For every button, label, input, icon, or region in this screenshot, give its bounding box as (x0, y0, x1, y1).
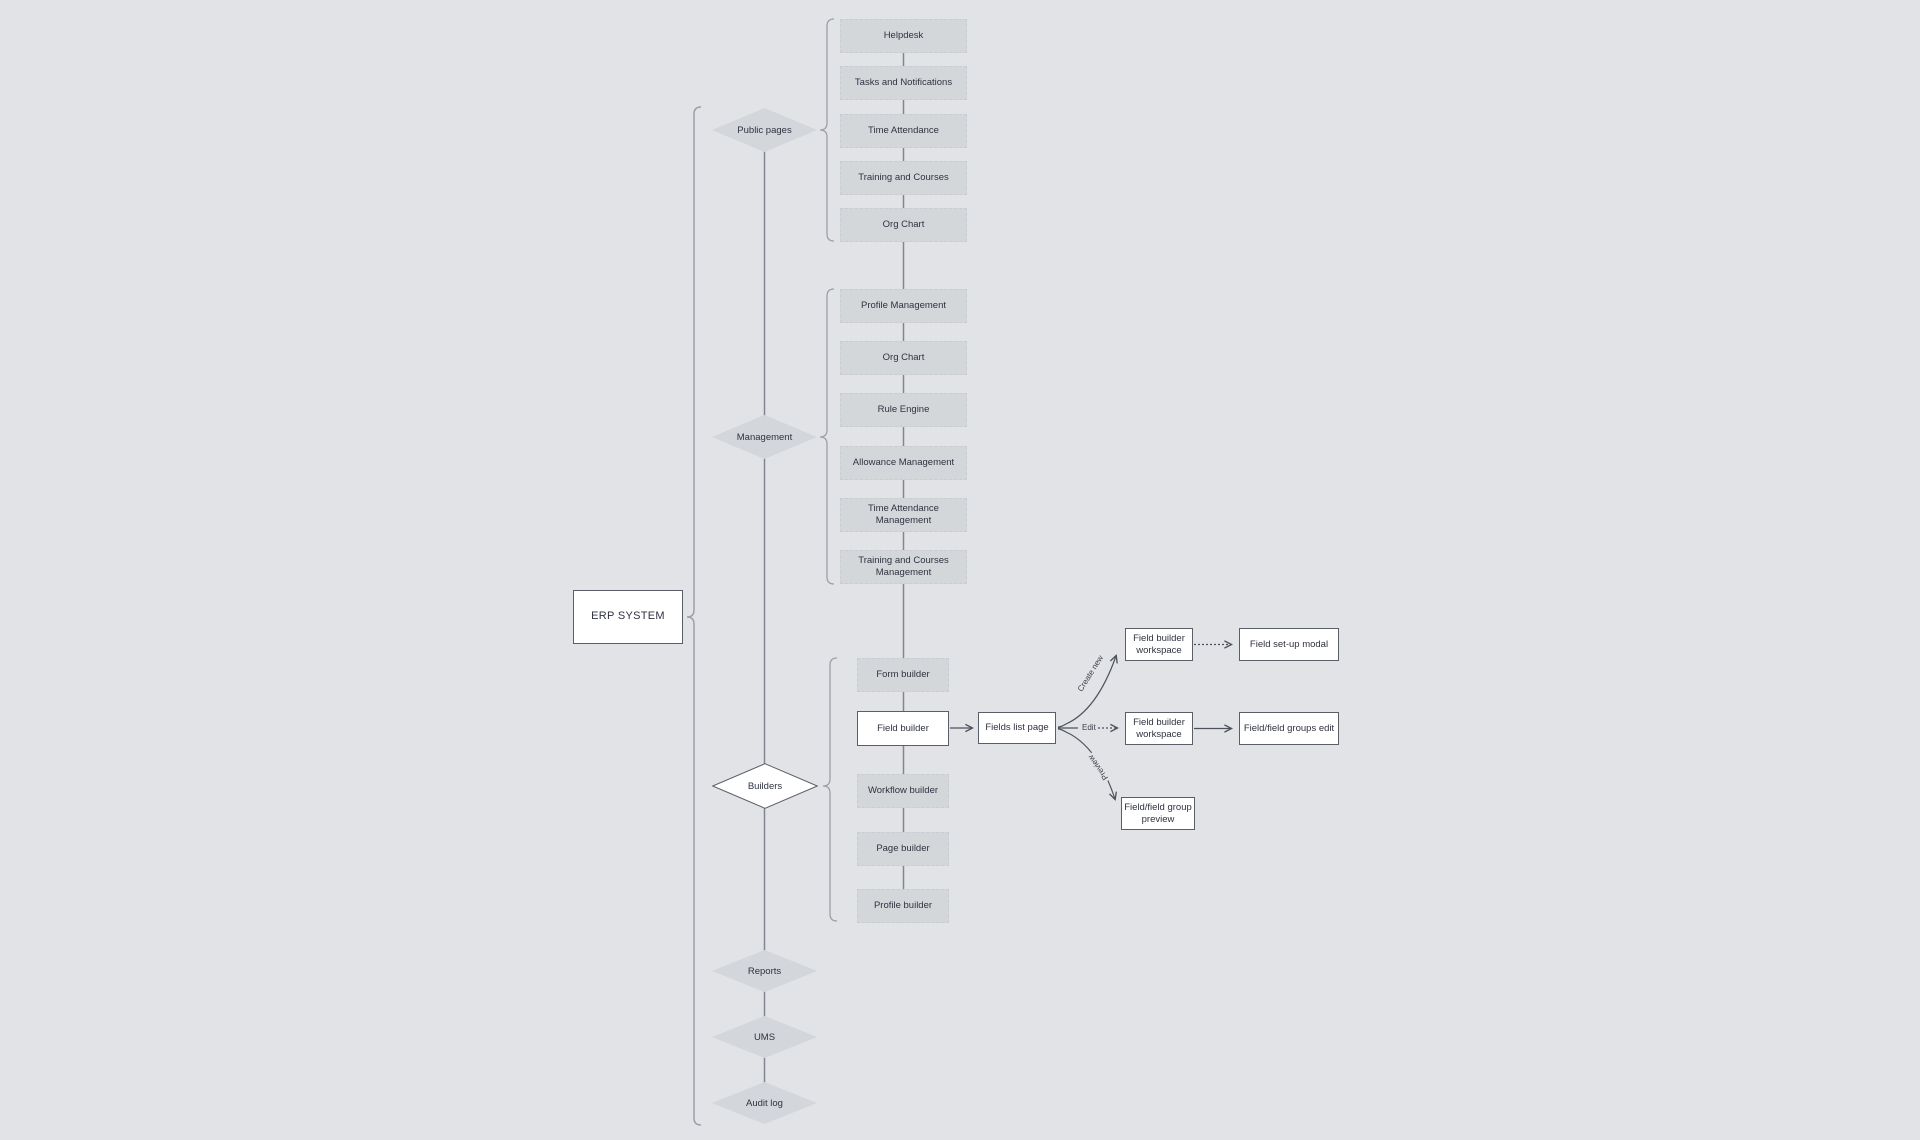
edge-label-edit: Edit (1080, 723, 1098, 732)
time-attendance-management-label: Time Attendance Management (868, 503, 939, 526)
node-training-and-courses[interactable]: Training and Courses (840, 161, 967, 195)
field-builder-label: Field builder (877, 722, 929, 734)
diamond-ums[interactable]: UMS (712, 1016, 817, 1058)
fields-list-page-label: Fields list page (985, 722, 1049, 734)
node-field-builder-workspace-edit[interactable]: Field builder workspace (1125, 712, 1193, 745)
ums-label: UMS (753, 1031, 776, 1043)
helpdesk-label: Helpdesk (883, 30, 924, 42)
node-training-and-courses-management[interactable]: Training and Courses Management (840, 550, 967, 584)
page-builder-label: Page builder (876, 843, 930, 855)
node-workflow-builder[interactable]: Workflow builder (857, 774, 949, 808)
node-allowance-management[interactable]: Allowance Management (840, 446, 967, 480)
node-time-attendance-management[interactable]: Time Attendance Management (840, 498, 967, 532)
training-and-courses-management-label: Training and Courses Management (858, 555, 949, 578)
node-field-builder-workspace-create[interactable]: Field builder workspace (1125, 628, 1193, 661)
node-field-field-group-preview[interactable]: Field/field group preview (1121, 797, 1195, 830)
time-attendance-label: Time Attendance (868, 125, 939, 137)
diamond-builders[interactable]: Builders (712, 763, 818, 809)
allowance-management-label: Allowance Management (852, 457, 955, 469)
builders-brace (822, 657, 838, 922)
field-set-up-modal-label: Field set-up modal (1249, 638, 1329, 650)
tasks-and-notifications-label: Tasks and Notifications (854, 77, 953, 89)
public-pages-label: Public pages (737, 124, 792, 136)
erp-system-label: ERP SYSTEM (591, 610, 665, 623)
management-label: Management (736, 431, 793, 443)
builders-label: Builders (747, 780, 783, 792)
reports-label: Reports (747, 965, 782, 977)
preview-curve (1057, 728, 1115, 799)
diamond-audit-log[interactable]: Audit log (712, 1082, 817, 1124)
public-pages-brace (819, 18, 835, 242)
field-builder-workspace-create-label: Field builder workspace (1133, 632, 1185, 656)
management-brace (819, 288, 835, 585)
node-field-field-groups-edit[interactable]: Field/field groups edit (1239, 712, 1339, 745)
node-page-builder[interactable]: Page builder (857, 832, 949, 866)
profile-management-label: Profile Management (860, 300, 947, 312)
node-profile-management[interactable]: Profile Management (840, 289, 967, 323)
workflow-builder-label: Workflow builder (867, 785, 939, 797)
field-field-group-preview-label: Field/field group preview (1124, 801, 1192, 825)
node-org-chart-public[interactable]: Org Chart (840, 208, 967, 242)
node-helpdesk[interactable]: Helpdesk (840, 19, 967, 53)
org-chart-management-label: Org Chart (882, 352, 925, 364)
field-field-groups-edit-label: Field/field groups edit (1243, 722, 1335, 734)
org-chart-public-label: Org Chart (882, 219, 925, 231)
diamond-reports[interactable]: Reports (712, 950, 817, 992)
diamond-public-pages[interactable]: Public pages (712, 108, 817, 152)
node-field-builder[interactable]: Field builder (857, 711, 949, 746)
form-builder-label: Form builder (876, 669, 930, 681)
rule-engine-label: Rule Engine (877, 404, 930, 416)
audit-log-label: Audit log (746, 1097, 783, 1109)
node-rule-engine[interactable]: Rule Engine (840, 393, 967, 427)
node-field-set-up-modal[interactable]: Field set-up modal (1239, 628, 1339, 661)
node-fields-list-page[interactable]: Fields list page (978, 712, 1056, 744)
node-erp-system[interactable]: ERP SYSTEM (573, 590, 683, 644)
node-form-builder[interactable]: Form builder (857, 658, 949, 692)
training-and-courses-label: Training and Courses (858, 172, 949, 184)
field-builder-workspace-edit-label: Field builder workspace (1133, 716, 1185, 740)
builders-shape (712, 763, 818, 809)
profile-builder-label: Profile builder (873, 900, 933, 912)
node-profile-builder[interactable]: Profile builder (857, 889, 949, 923)
node-org-chart-management[interactable]: Org Chart (840, 341, 967, 375)
diamond-management[interactable]: Management (712, 415, 817, 459)
root-brace (686, 106, 702, 1126)
create-new-curve (1057, 656, 1116, 728)
node-tasks-and-notifications[interactable]: Tasks and Notifications (840, 66, 967, 100)
node-time-attendance[interactable]: Time Attendance (840, 114, 967, 148)
